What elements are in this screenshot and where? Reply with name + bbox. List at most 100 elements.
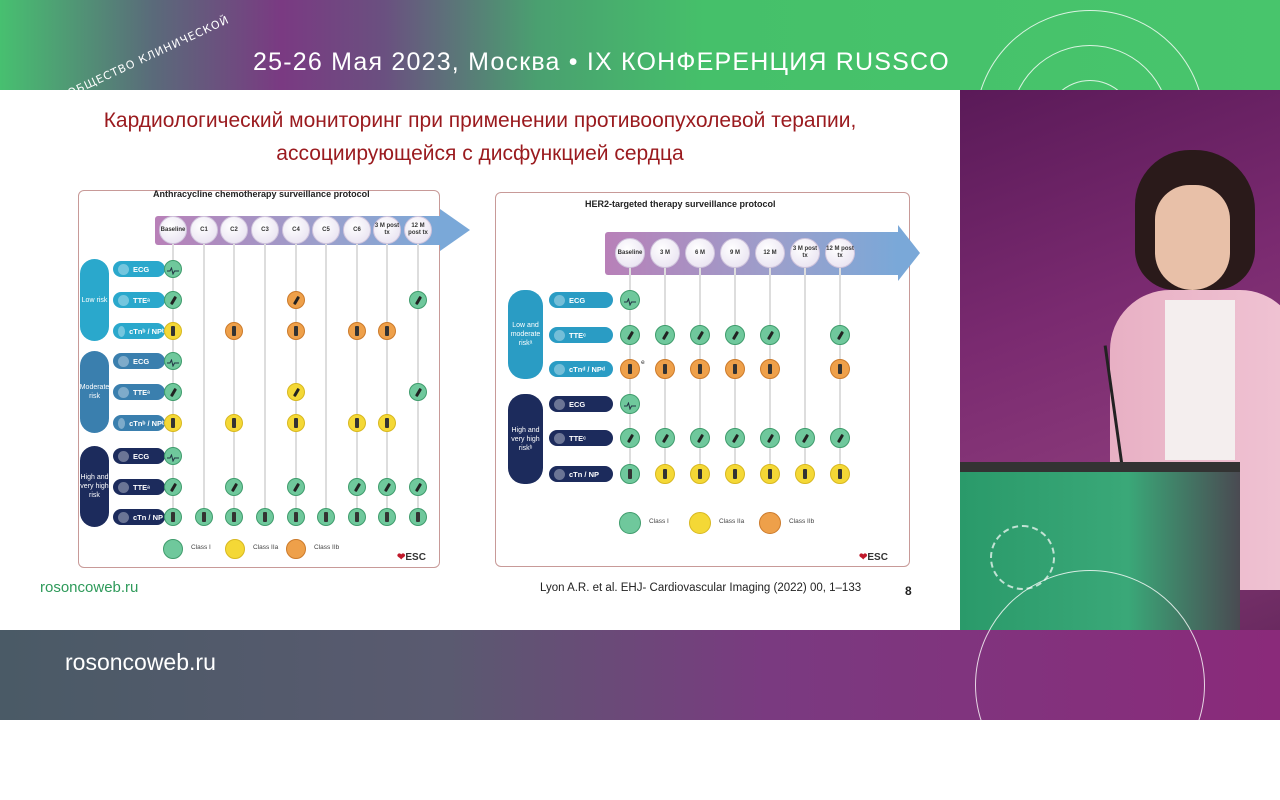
recommendation-dot-class-1 (655, 428, 675, 448)
recommendation-dot-class-IIb (348, 322, 366, 340)
legend-label: Class I (191, 544, 211, 551)
recommendation-dot-class-1 (164, 478, 182, 496)
recommendation-dot-class-IIb (287, 322, 305, 340)
tube-icon (385, 512, 389, 522)
tube-icon (294, 512, 298, 522)
test-name: cTnᵇ / NPᵇ (129, 326, 165, 336)
legend-swatch-class-IIb (759, 512, 781, 534)
column-header: 12 M post tx (825, 238, 855, 268)
speaker-shirt (1165, 300, 1235, 460)
tube-icon (232, 326, 236, 336)
speaker-face (1155, 185, 1230, 290)
column-line (295, 230, 297, 517)
recommendation-dot-class-IIa (655, 464, 675, 484)
test-name: TTEᵃ (133, 295, 150, 305)
tube-icon (733, 364, 737, 374)
recommendation-dot-class-1 (690, 325, 710, 345)
column-header: 12 M (755, 238, 785, 268)
probe-icon (696, 433, 704, 443)
tube-icon (554, 468, 565, 480)
test-label: ECG (549, 292, 613, 308)
recommendation-dot-class-1 (620, 464, 640, 484)
podium-logo-icon (990, 525, 1055, 590)
test-label: cTn / NP (549, 466, 613, 482)
timeline-arrow-head (440, 209, 470, 251)
legend-swatch-class-IIb (286, 539, 306, 559)
test-name: ECG (569, 295, 586, 305)
recommendation-dot-class-1 (164, 352, 182, 370)
tube-icon (416, 512, 420, 522)
ecg-icon (554, 294, 565, 306)
probe-icon (414, 482, 422, 492)
risk-group-label: High and very high risk (80, 446, 109, 527)
probe-icon (731, 330, 739, 340)
risk-group-label: Moderate risk (80, 351, 109, 433)
test-label: cTnᵈ / NPᵈ (549, 361, 613, 377)
tube-icon (768, 364, 772, 374)
footer-site-link[interactable]: rosoncoweb.ru (65, 649, 216, 675)
recommendation-dot-class-1 (225, 478, 243, 496)
recommendation-dot-class-IIa (690, 464, 710, 484)
probe-icon (292, 295, 300, 305)
slide-site-link[interactable]: rosoncoweb.ru (40, 579, 139, 596)
test-label: TTEᶜ (549, 430, 613, 446)
recommendation-dot-class-1 (164, 508, 182, 526)
recommendation-dot-class-IIb (830, 359, 850, 379)
legend-label: Class IIa (253, 544, 279, 551)
recommendation-dot-class-1 (409, 508, 427, 526)
recommendation-dot-class-1 (760, 428, 780, 448)
timeline-arrow-head (898, 225, 920, 281)
column-header: 12 M post tx (404, 216, 432, 244)
column-header: C3 (251, 216, 279, 244)
recommendation-dot-class-1 (195, 508, 213, 526)
recommendation-dot-class-1 (317, 508, 335, 526)
podium-top (960, 462, 1240, 472)
anthracycline-protocol-panel (78, 190, 440, 568)
slide-title-line-1: Кардиологический мониторинг при применен… (103, 109, 857, 132)
recommendation-dot-class-1 (256, 508, 274, 526)
tube-icon (385, 418, 389, 428)
recommendation-dot-class-1 (795, 428, 815, 448)
ecg-icon (624, 395, 636, 414)
column-line (172, 230, 174, 517)
column-line (233, 230, 235, 517)
tube-icon (838, 469, 842, 479)
legend-label: Class I (649, 518, 669, 525)
test-name: ECG (133, 356, 150, 366)
recommendation-dot-class-IIa (795, 464, 815, 484)
probe-icon (169, 482, 177, 492)
test-label: ECG (113, 261, 165, 277)
column-header: 9 M (720, 238, 750, 268)
recommendation-dot-class-IIb (655, 359, 675, 379)
test-label: cTnᵇ / NPᵇ (113, 415, 165, 431)
recommendation-dot-class-1 (164, 383, 182, 401)
recommendation-dot-class-IIb (620, 359, 640, 379)
probe-icon (626, 330, 634, 340)
probe-icon (836, 433, 844, 443)
tube-icon (118, 417, 126, 429)
legend-swatch-class-1 (163, 539, 183, 559)
probe-icon (118, 386, 129, 398)
column-line (325, 230, 327, 517)
recommendation-dot-class-IIa (760, 464, 780, 484)
test-label: cTnᵇ / NPᵇ (113, 323, 165, 339)
column-header: 3 M post tx (373, 216, 401, 244)
esc-logo: ❤ESC (857, 552, 890, 563)
recommendation-dot-class-IIa (830, 464, 850, 484)
tube-icon (118, 511, 129, 523)
recommendation-dot-class-1 (409, 383, 427, 401)
test-name: cTn / NP (133, 512, 164, 522)
recommendation-dot-class-1 (164, 447, 182, 465)
probe-icon (661, 330, 669, 340)
tube-icon (294, 418, 298, 428)
legend-label: Class IIb (314, 544, 340, 551)
tube-icon (324, 512, 328, 522)
recommendation-dot-class-1 (830, 325, 850, 345)
probe-icon (353, 482, 361, 492)
ecg-icon (554, 398, 565, 410)
probe-icon (554, 329, 565, 341)
recommendation-dot-class-1 (725, 325, 745, 345)
recommendation-dot-class-IIa (287, 383, 305, 401)
column-header: C5 (312, 216, 340, 244)
probe-icon (554, 432, 565, 444)
